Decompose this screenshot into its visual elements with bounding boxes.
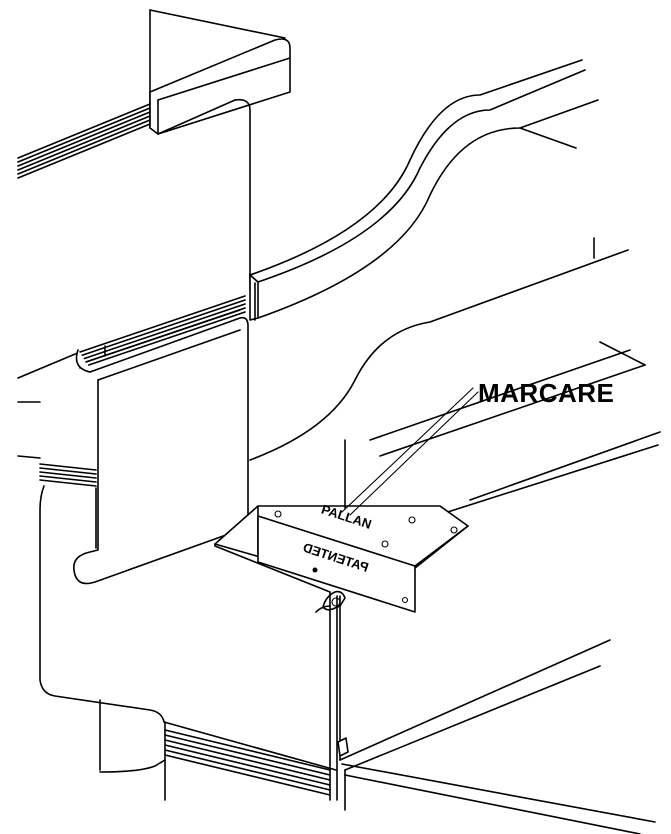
lower-body-panel bbox=[17, 401, 341, 801]
curved-beam-upper bbox=[249, 59, 599, 321]
bracket-plate: PALLAN PATENTED bbox=[214, 439, 469, 613]
bottom-strip bbox=[99, 639, 656, 834]
callout-leader bbox=[341, 387, 479, 516]
middle-clip-panel bbox=[17, 295, 249, 585]
upper-wall-panel bbox=[17, 9, 291, 291]
callout-label: MARCARE bbox=[478, 378, 615, 408]
